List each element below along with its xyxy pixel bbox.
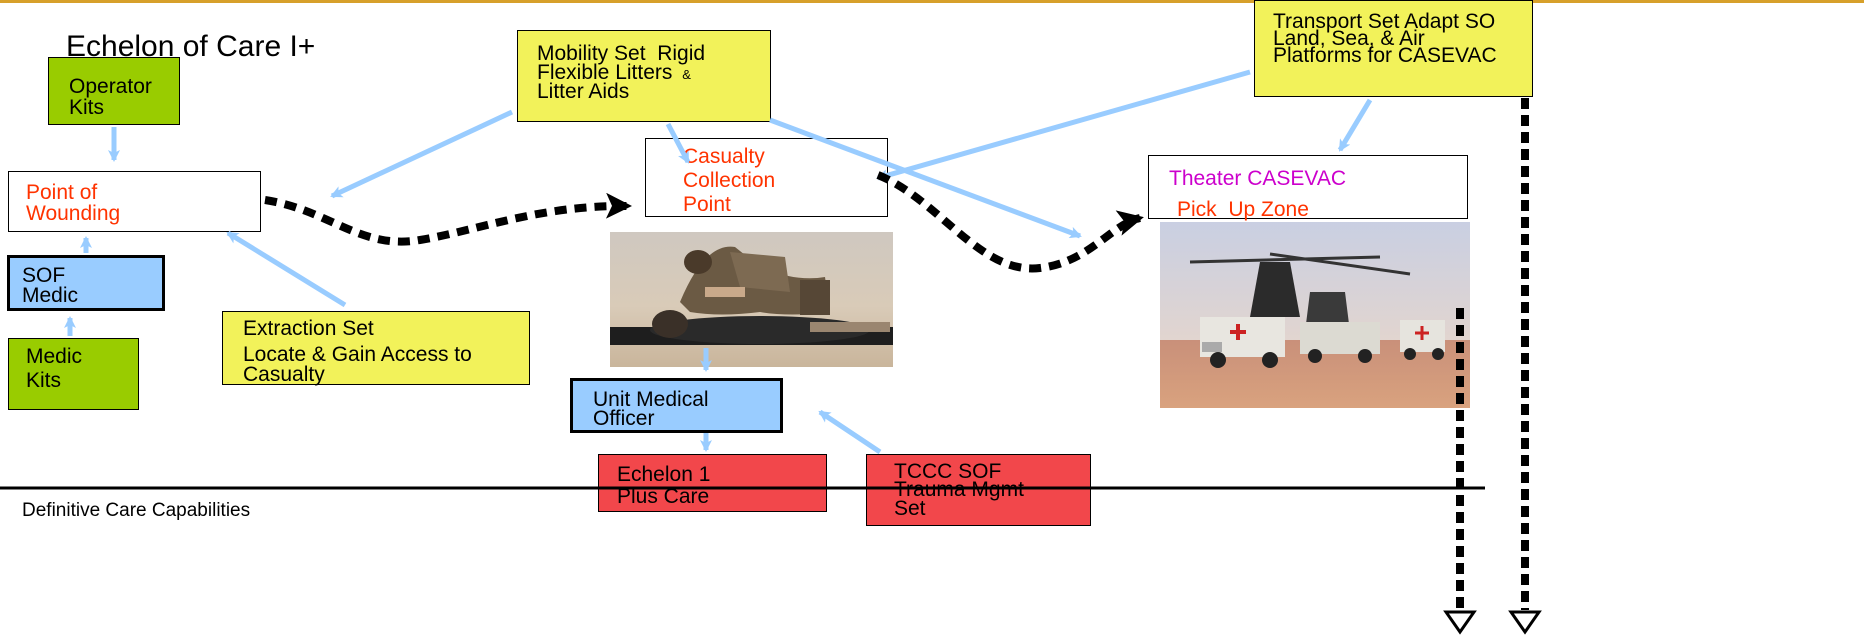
echelon-1-plus-care-box: Echelon 1 Plus Care — [598, 454, 827, 512]
casevac-photo-graphic — [1160, 222, 1470, 408]
casualty-collection-point-label: Casualty Collection Point — [683, 145, 776, 217]
arrow-transport-to-ccp — [876, 69, 1251, 182]
operator-kits-label: Operator Kits — [69, 75, 152, 119]
medic-kits-label: Medic Kits — [26, 345, 83, 393]
mobility-set-line2-row: Flexible Litters & — [537, 60, 770, 84]
arrowhead-casevac-down — [1443, 610, 1477, 635]
mobility-set-line3: Litter Aids — [537, 79, 630, 103]
pick-up-zone-label: Pick Up Zone — [1177, 198, 1309, 221]
casualty-photo — [610, 232, 893, 367]
extraction-set-title: Extraction Set — [243, 317, 374, 340]
extraction-set-desc: Locate & Gain Access to Casualty — [243, 343, 472, 386]
path-wounding-to-ccp — [264, 192, 632, 246]
sof-medic-box: SOF Medic — [7, 255, 165, 311]
extraction-set-box: Extraction Set Locate & Gain Access to C… — [222, 311, 530, 385]
arrow-tccc-to-umo — [818, 409, 882, 455]
mobility-set-line1: Mobility Set Rigid — [537, 42, 706, 65]
arrow-mobility-to-ccp — [665, 122, 691, 164]
mobility-set-amp: & — [682, 66, 691, 82]
top-rule — [0, 0, 1864, 3]
tccc-sof-trauma-label: TCCC SOF Trauma Mgmt Set — [894, 460, 1024, 520]
theater-casevac-label: Theater CASEVAC — [1169, 167, 1347, 190]
theater-casevac-box: Theater CASEVAC Pick Up Zone — [1148, 155, 1468, 221]
operator-kits-box: Operator Kits — [48, 57, 180, 125]
tccc-sof-trauma-box: TCCC SOF Trauma Mgmt Set — [866, 454, 1091, 526]
arrowhead-transport-down — [1508, 610, 1542, 635]
point-of-wounding-label: Point of Wounding — [26, 181, 121, 225]
casevac-photo — [1160, 222, 1470, 408]
mobility-set-box: Mobility Set Rigid Flexible Litters & Li… — [517, 30, 771, 122]
medic-kits-box: Medic Kits — [8, 338, 139, 410]
sof-medic-label: SOF Medic — [22, 264, 79, 307]
transport-set-box: Transport Set Adapt SO Land, Sea, & Air … — [1254, 0, 1533, 97]
point-of-wounding-box: Point of Wounding — [8, 171, 261, 232]
arrow-extraction-to-wounding — [226, 230, 347, 308]
baseline-label: Definitive Care Capabilities — [22, 500, 251, 521]
transport-set-label: Transport Set Adapt SO Land, Sea, & Air … — [1273, 10, 1497, 68]
mobility-set-line2: Flexible Litters — [537, 60, 673, 84]
arrow-mobility-to-path — [330, 109, 514, 199]
arrow-mobility-to-casevac — [769, 117, 1082, 239]
unit-medical-officer-label: Unit Medical Officer — [593, 388, 709, 430]
echelon-1-plus-care-label: Echelon 1 Plus Care — [617, 463, 711, 509]
unit-medical-officer-box: Unit Medical Officer — [570, 378, 783, 433]
arrow-transport-to-theater — [1337, 98, 1373, 152]
path-ccp-to-casevac — [876, 171, 1144, 273]
casualty-photo-graphic — [610, 232, 893, 367]
